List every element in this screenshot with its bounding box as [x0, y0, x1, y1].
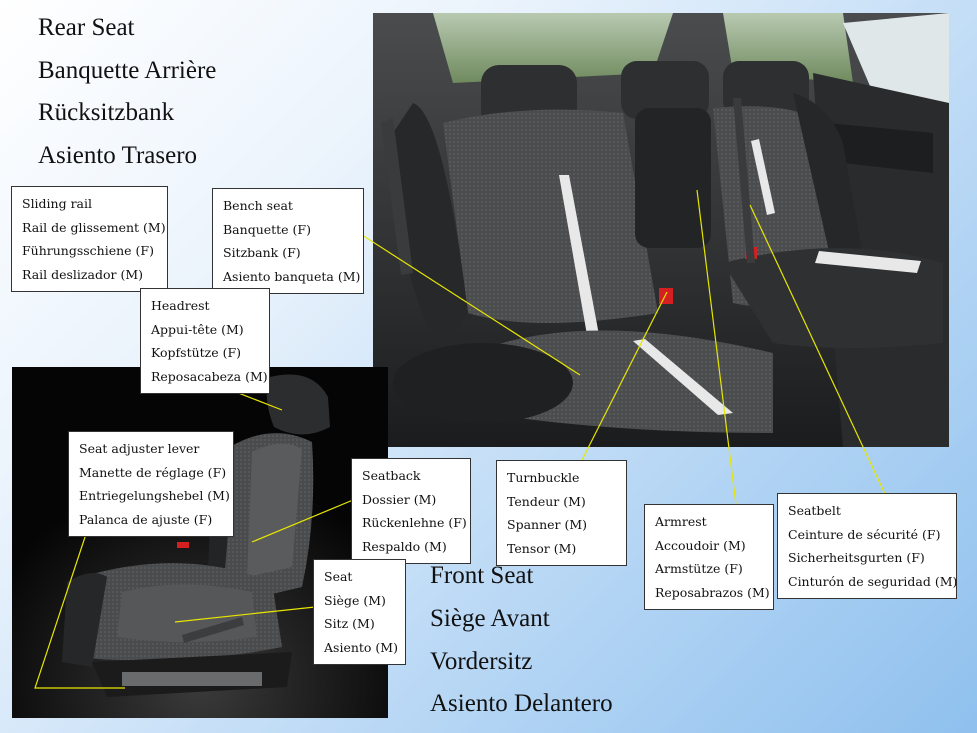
- label-line: Palanca de ajuste (F): [79, 511, 213, 527]
- label-line: Cinturón de seguridad (M): [788, 573, 958, 589]
- label-line: Seatback: [362, 468, 421, 483]
- label-line: Accoudoir (M): [655, 537, 746, 553]
- front-title-en: Front Seat: [430, 562, 534, 589]
- front-title-de: Vordersitz: [430, 648, 533, 675]
- rear-title-en: Rear Seat: [38, 14, 135, 41]
- label-seatbelt: Seatbelt Ceinture de sécurité (F) Sicher…: [777, 493, 957, 599]
- label-line: Sitz (M): [324, 616, 375, 631]
- label-line: Respaldo (M): [362, 538, 447, 554]
- label-armrest: Armrest Accoudoir (M) Armstütze (F) Repo…: [644, 504, 774, 610]
- label-line: Rail de glissement (M): [22, 219, 166, 235]
- label-seatback: Seatback Dossier (M) Rückenlehne (F) Res…: [351, 458, 471, 564]
- label-line: Sitzbank (F): [223, 245, 301, 260]
- label-line: Turnbuckle: [507, 470, 580, 485]
- label-line: Seat adjuster lever: [79, 441, 200, 456]
- label-line: Spanner (M): [507, 517, 588, 532]
- label-line: Ceinture de sécurité (F): [788, 526, 941, 542]
- rear-title-es: Asiento Trasero: [38, 142, 198, 169]
- label-line: Banquette (F): [223, 221, 311, 237]
- label-sliding-rail: Sliding rail Rail de glissement (M) Führ…: [11, 186, 168, 292]
- front-title-fr: Siège Avant: [430, 605, 550, 632]
- label-bench-seat: Bench seat Banquette (F) Sitzbank (F) As…: [212, 188, 364, 294]
- label-seat-adjuster-lever: Seat adjuster lever Manette de réglage (…: [68, 431, 234, 537]
- label-line: Reposacabeza (M): [151, 368, 268, 384]
- rear-title-fr: Banquette Arrière: [38, 57, 217, 84]
- label-line: Asiento banqueta (M): [223, 268, 361, 284]
- label-line: Dossier (M): [362, 491, 437, 507]
- label-headrest: Headrest Appui-tête (M) Kopfstütze (F) R…: [140, 288, 270, 394]
- label-line: Appui-tête (M): [151, 321, 244, 337]
- label-line: Reposabrazos (M): [655, 584, 770, 600]
- label-line: Rail deslizador (M): [22, 266, 143, 282]
- label-line: Siège (M): [324, 592, 386, 608]
- label-line: Tendeur (M): [507, 493, 586, 509]
- front-title-es: Asiento Delantero: [430, 690, 613, 717]
- label-line: Asiento (M): [324, 639, 398, 655]
- label-seat: Seat Siège (M) Sitz (M) Asiento (M): [313, 559, 406, 665]
- label-line: Seat: [324, 569, 353, 584]
- label-line: Manette de réglage (F): [79, 464, 227, 480]
- label-line: Armrest: [655, 514, 707, 529]
- rear-seat-illustration: [373, 13, 949, 447]
- front-seat-photo: [12, 367, 388, 718]
- label-line: Kopfstütze (F): [151, 345, 242, 360]
- label-line: Entriegelungshebel (M): [79, 488, 230, 503]
- label-line: Bench seat: [223, 198, 293, 213]
- label-line: Rückenlehne (F): [362, 515, 467, 530]
- front-seat-illustration: [12, 367, 388, 718]
- label-line: Seatbelt: [788, 503, 841, 518]
- label-line: Sliding rail: [22, 196, 93, 211]
- rear-seat-photo: [373, 13, 949, 447]
- label-line: Tensor (M): [507, 540, 577, 556]
- label-line: Sicherheitsgurten (F): [788, 550, 925, 565]
- label-line: Armstütze (F): [655, 561, 743, 576]
- label-line: Führungsschiene (F): [22, 243, 154, 258]
- label-turnbuckle: Turnbuckle Tendeur (M) Spanner (M) Tenso…: [496, 460, 627, 566]
- label-line: Headrest: [151, 298, 210, 313]
- rear-title-de: Rücksitzbank: [38, 99, 175, 126]
